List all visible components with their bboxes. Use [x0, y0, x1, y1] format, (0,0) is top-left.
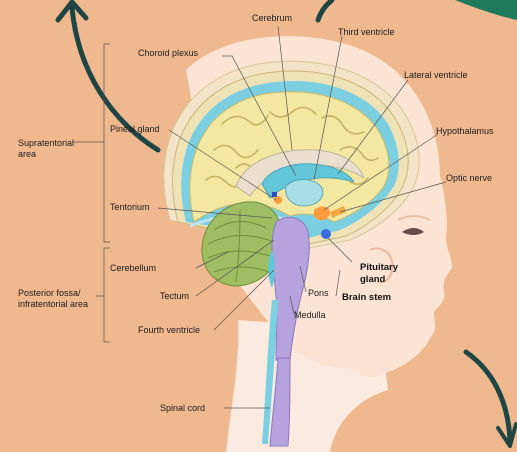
- label-pituitary-line1: Pituitary: [360, 262, 399, 273]
- curved-arrow-top: [318, 0, 332, 20]
- label-medulla: Medulla: [294, 310, 326, 320]
- label-tectum: Tectum: [160, 291, 189, 301]
- label-cerebrum: Cerebrum: [252, 13, 292, 23]
- choroid-plexus-mark: [272, 192, 277, 197]
- label-optic-nerve: Optic nerve: [446, 173, 492, 183]
- label-choroid-plexus: Choroid plexus: [138, 48, 199, 58]
- pineal-gland-shape: [274, 196, 282, 204]
- label-pineal-gland: Pineal gland: [110, 124, 160, 134]
- label-lateral-ventricle: Lateral ventricle: [404, 70, 468, 80]
- label-posterior-line1: Posterior fossa/: [18, 288, 81, 298]
- label-third-ventricle: Third ventricle: [338, 27, 395, 37]
- label-brain-stem: Brain stem: [342, 292, 391, 303]
- label-supratentorial-line1: Supratentorial: [18, 138, 74, 148]
- label-posterior-line2: infratentorial area: [18, 299, 88, 309]
- label-spinal-cord: Spinal cord: [160, 403, 205, 413]
- label-hypothalamus: Hypothalamus: [436, 126, 494, 136]
- label-pituitary-line2: gland: [360, 274, 386, 285]
- label-cerebellum: Cerebellum: [110, 263, 156, 273]
- corner-accent-shape: [455, 0, 517, 20]
- label-tentorium: Tentorium: [110, 202, 150, 212]
- third-ventricle-shape: [286, 179, 323, 206]
- label-fourth-ventricle: Fourth ventricle: [138, 325, 200, 335]
- label-pons: Pons: [308, 288, 329, 298]
- pituitary-gland-shape: [321, 229, 331, 239]
- curved-arrow-bottom-right: [466, 352, 510, 440]
- label-supratentorial-line2: area: [18, 149, 36, 159]
